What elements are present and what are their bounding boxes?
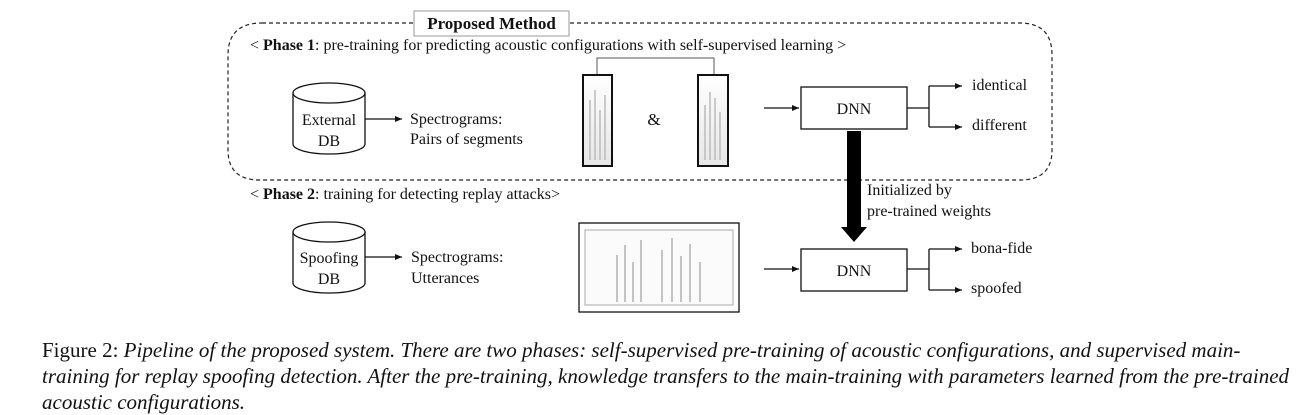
output-bona-fide: bona-fide	[971, 240, 1032, 257]
output-different: different	[972, 117, 1027, 134]
external-db-cylinder	[292, 82, 366, 155]
phase2-label-bold: Phase 2	[263, 186, 315, 203]
spectrograms-pairs-line2: Pairs of segments	[410, 131, 523, 148]
output-identical: identical	[972, 77, 1028, 94]
transfer-label-line1: Initialized by	[867, 182, 952, 199]
dnn2-box	[800, 248, 908, 292]
figure-caption: Figure 2: Pipeline of the proposed syste…	[42, 337, 1292, 415]
phase1-label-bold: Phase 1	[263, 37, 315, 54]
spectrograms-utterances-line2: Utterances	[411, 270, 479, 287]
phase1-label-rest: : pre-training for predicting acoustic c…	[315, 37, 833, 54]
segment-pair-bracket	[596, 57, 715, 75]
external-db-label-line1: External	[302, 112, 357, 129]
output-spoofed: spoofed	[971, 280, 1022, 297]
pipeline-diagram: Proposed Method < Phase 1: pre-training …	[227, 10, 1053, 313]
utterance-spectrogram	[578, 222, 740, 313]
dnn2-label: DNN	[837, 263, 872, 280]
phase2-label: < Phase 2: training for detecting replay…	[250, 186, 560, 203]
caption-text: Pipeline of the proposed system. There a…	[42, 338, 1290, 414]
dnn2-output-branch	[907, 246, 962, 293]
transfer-label-line2: pre-trained weights	[867, 203, 991, 220]
spectrograms-pairs-line1: Spectrograms:	[410, 111, 502, 128]
figure-number: Figure 2:	[42, 338, 119, 362]
weight-transfer-arrow	[841, 131, 867, 242]
ampersand: &	[647, 110, 660, 129]
spoofing-db-label-line2: DB	[318, 271, 340, 288]
spoofing-db-label-line1: Spoofing	[300, 250, 359, 267]
spectrogram-segment-1	[582, 74, 613, 167]
proposed-method-region	[227, 22, 1053, 181]
proposed-method-title-box	[413, 10, 570, 37]
phase1-label: < Phase 1: pre-training for predicting a…	[250, 37, 846, 54]
spectrogram-segment-2	[697, 74, 729, 167]
dnn1-label: DNN	[837, 101, 872, 118]
external-db-label-line2: DB	[318, 133, 340, 150]
dnn1-output-branch	[907, 83, 962, 130]
proposed-method-title: Proposed Method	[427, 14, 556, 33]
spoofing-db-cylinder	[292, 221, 366, 294]
phase2-label-rest: : training for detecting replay attacks	[315, 186, 551, 203]
spectrograms-utterances-line1: Spectrograms:	[411, 249, 503, 266]
